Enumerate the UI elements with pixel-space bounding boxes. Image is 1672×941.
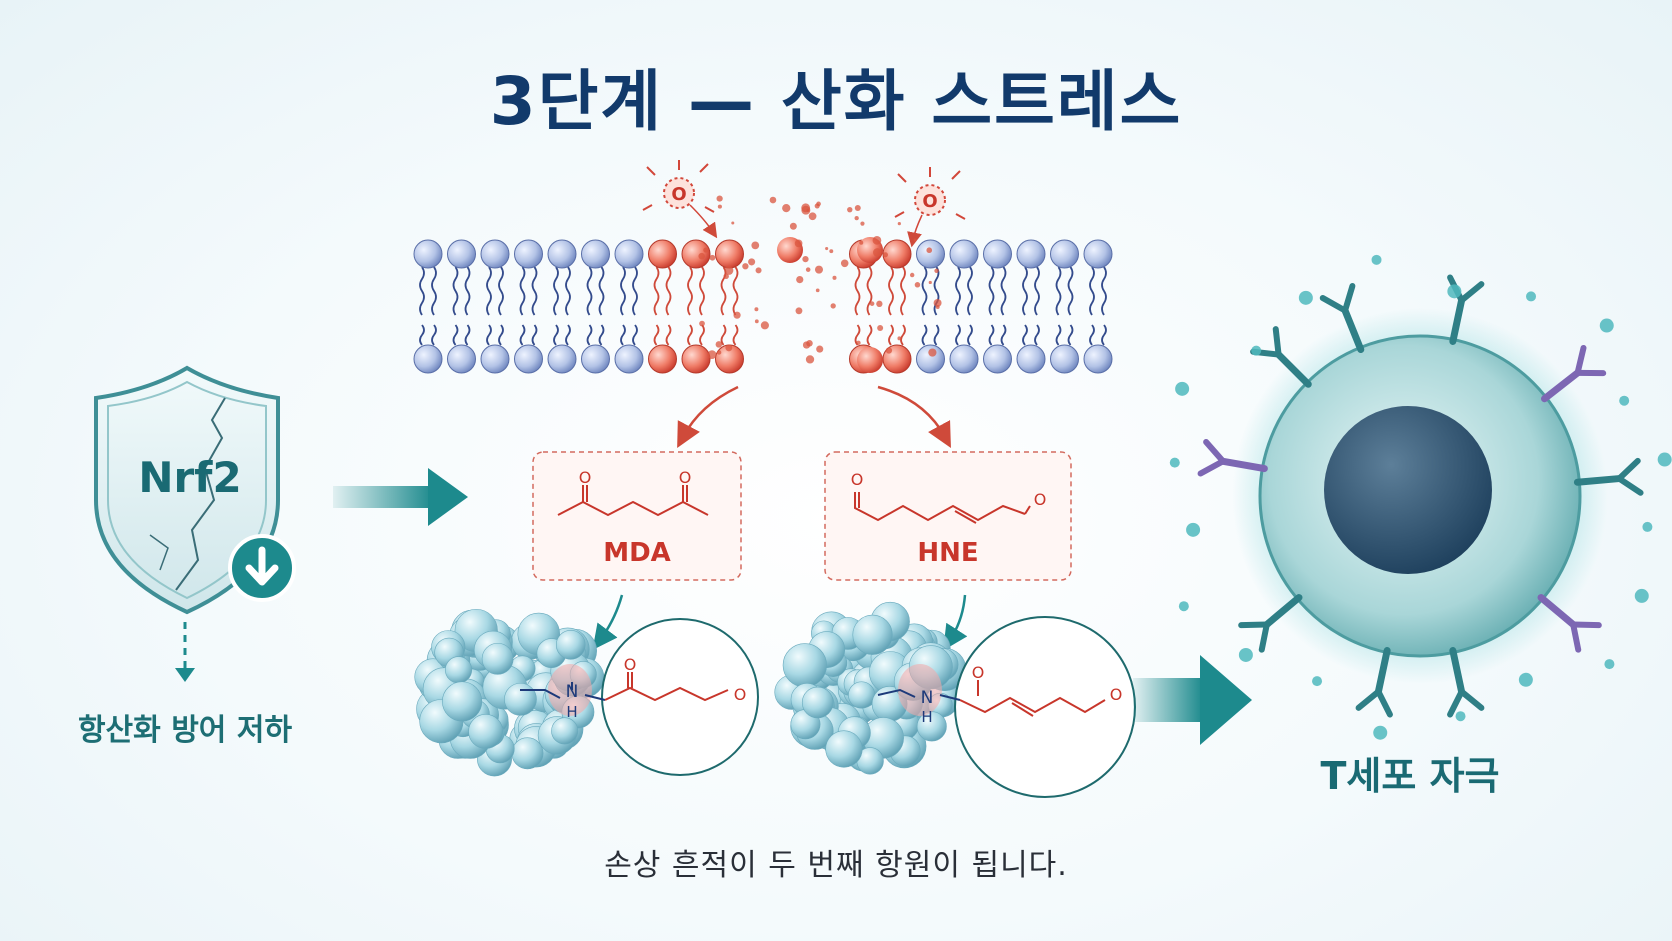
atom-label: H — [566, 703, 577, 721]
receptor-icon — [1541, 344, 1607, 403]
oxidized-lipid — [681, 239, 711, 374]
lipid — [514, 239, 543, 374]
teal-arrow-hne-protein-icon — [943, 594, 968, 651]
red-arrow-to-mda-icon — [677, 385, 739, 449]
radical-left-icon: O — [642, 160, 718, 239]
hne-box: O O — [824, 451, 1072, 581]
bottom-caption: 손상 흔적이 두 번째 항원이 됩니다. — [604, 848, 1068, 883]
lipid — [413, 239, 443, 374]
lipid — [614, 239, 644, 374]
lipid — [1050, 239, 1079, 374]
protein-adduct-mda: N H O O — [414, 608, 759, 777]
receptor-icon — [1238, 594, 1303, 653]
hne-label: HNE — [917, 538, 979, 568]
receptor-icon — [1537, 594, 1602, 653]
receptor-icon — [1319, 283, 1365, 354]
lipid — [949, 239, 979, 374]
atom-label: O — [734, 685, 747, 704]
tcell-stimulation-label: T세포 자극 — [1320, 754, 1500, 798]
atom-label: O — [1110, 685, 1123, 704]
antioxidant-defense-caption: 항산화 방어 저하 — [77, 713, 293, 748]
dashed-arrow-head-icon — [175, 668, 195, 682]
lipid — [581, 239, 610, 374]
hne-structure — [854, 492, 1031, 524]
lipid — [480, 239, 510, 374]
radical-right-icon: O — [894, 167, 966, 248]
lipid-bilayer — [413, 237, 1113, 374]
atom-label: N — [566, 682, 579, 702]
atom-label: O — [851, 470, 864, 489]
lipid-debris — [698, 195, 942, 364]
receptor-icon — [1573, 457, 1644, 496]
red-arrow-to-hne-icon — [877, 385, 951, 448]
lipid — [983, 239, 1012, 374]
arrow-adduct-to-tcell-icon — [1133, 655, 1252, 745]
arrow-down-icon — [228, 534, 296, 602]
oxidized-lipid-head — [857, 347, 883, 373]
nrf2-label: Nrf2 — [138, 453, 242, 502]
mda-box: O O — [532, 451, 742, 581]
lipid — [547, 239, 577, 374]
lipid — [916, 239, 945, 374]
atom-label: N — [921, 688, 934, 708]
t-cell-icon — [1169, 254, 1672, 740]
page-title: 3단계 — 산화 스트레스 — [489, 63, 1183, 140]
atom-label: O — [1034, 490, 1047, 509]
oxidized-lipid — [715, 239, 744, 374]
receptor-icon — [1447, 647, 1485, 718]
mda-structure — [557, 485, 709, 517]
atom-label: O — [624, 655, 637, 674]
lipid — [1016, 239, 1046, 374]
lipid — [447, 239, 476, 374]
atom-label: O — [579, 468, 592, 487]
mda-label: MDA — [603, 538, 671, 568]
receptor-icon — [1355, 647, 1393, 718]
atom-label: O — [972, 663, 985, 682]
radical-label: O — [922, 191, 937, 212]
protein-adduct-hne: N H O O — [774, 601, 1136, 798]
atom-label: H — [921, 708, 932, 726]
oxidized-lipid — [648, 239, 677, 374]
receptor-icon — [1197, 439, 1268, 477]
teal-arrow-mda-protein-icon — [592, 594, 624, 651]
atom-label: O — [679, 468, 692, 487]
lipid — [1083, 239, 1113, 374]
arrow-shield-to-membrane-icon — [333, 468, 468, 526]
nrf2-shield-icon — [94, 365, 280, 615]
oxidized-lipid — [882, 239, 912, 374]
radical-label: O — [671, 184, 686, 205]
